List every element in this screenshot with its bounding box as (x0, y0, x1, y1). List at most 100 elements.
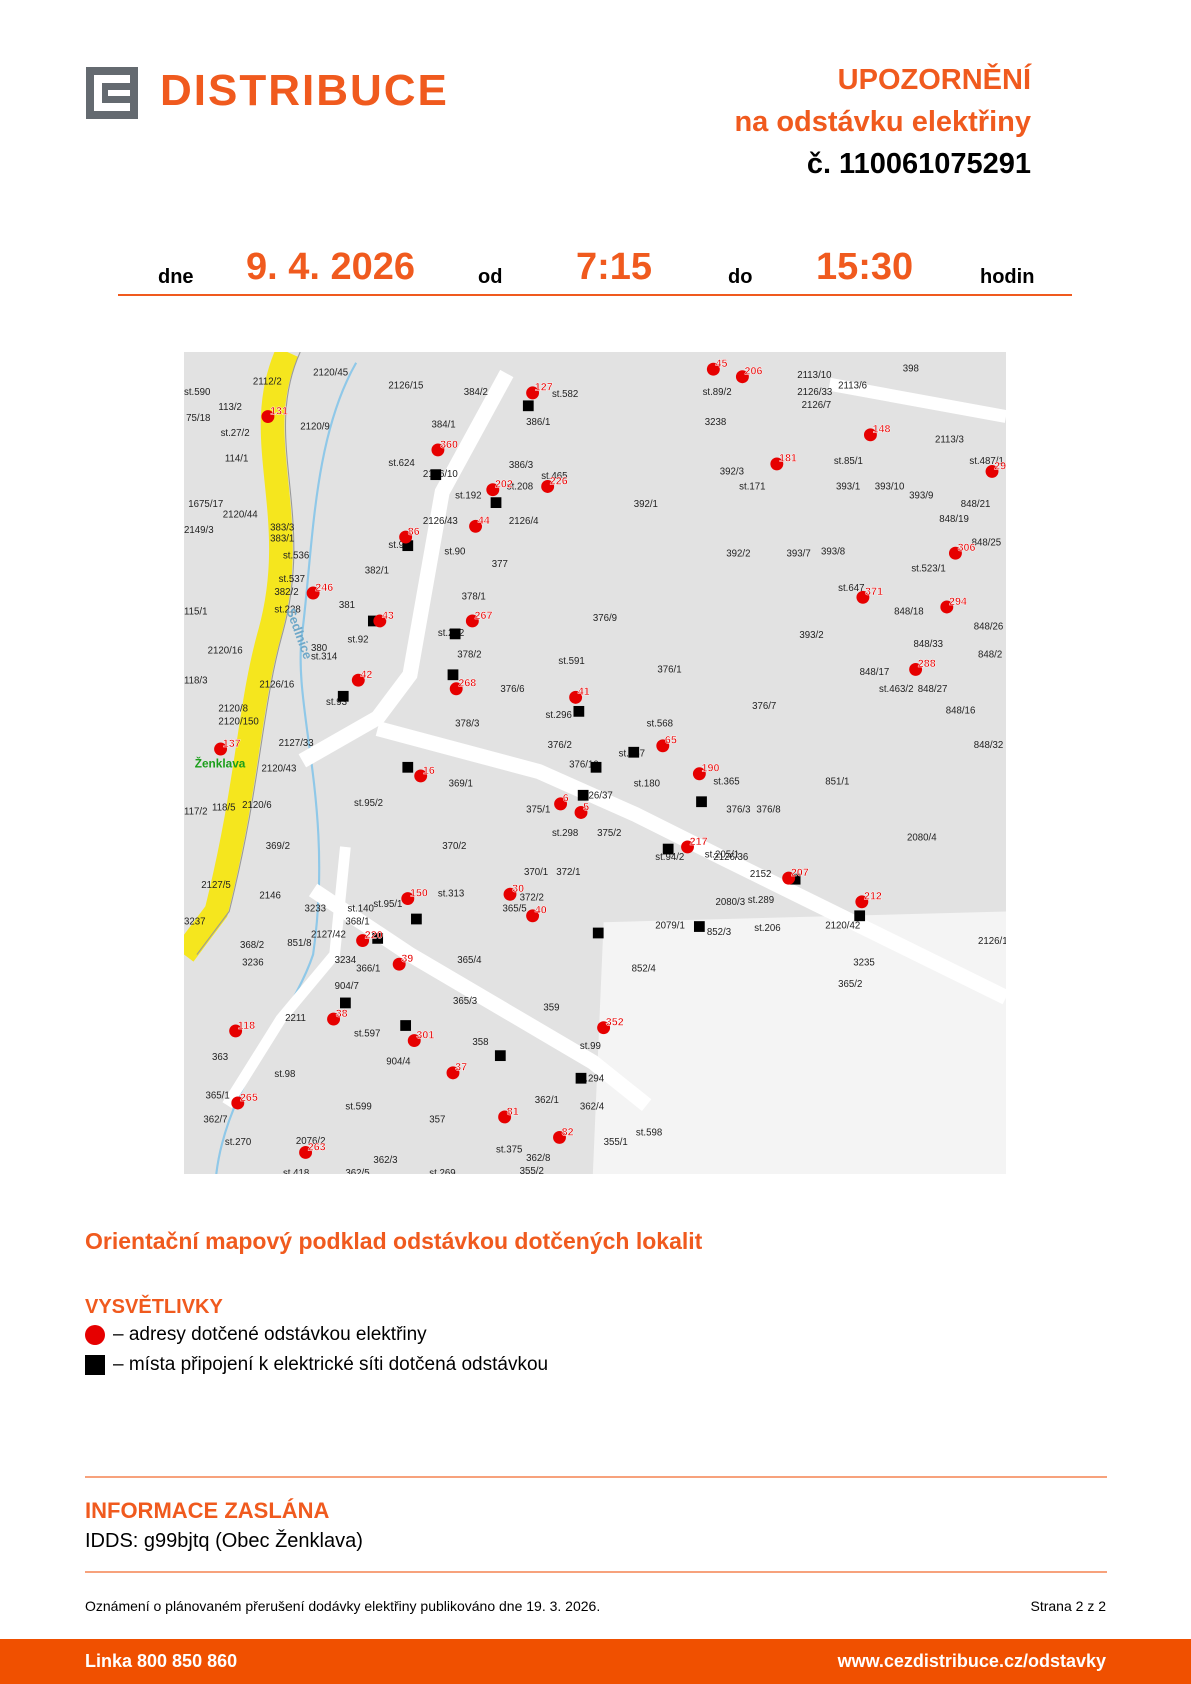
parcel-label: 848/2 (978, 650, 1002, 661)
parcel-label: 2079/1 (655, 921, 685, 932)
parcel-label: 393/1 (836, 482, 860, 493)
address-number: 202 (495, 479, 513, 491)
address-marker (985, 464, 999, 478)
parcel-label: 362/8 (526, 1153, 550, 1164)
address-number: 296 (994, 460, 1006, 472)
parcel-label: 365/1 (206, 1091, 230, 1102)
parcel-label: 376/3 (726, 804, 750, 815)
connection-point-marker (592, 927, 604, 939)
address-marker (446, 1066, 460, 1080)
parcel-label: 370/1 (524, 867, 548, 878)
parcel-label: st.523/1 (911, 563, 945, 574)
parcel-label: st.93 (326, 697, 347, 708)
address-number: 81 (507, 1106, 519, 1118)
parcel-label: 365/5 (502, 903, 526, 914)
parcel-label: 3237 (184, 916, 206, 927)
parcel-label: st.298 (552, 828, 578, 839)
info-text: IDDS: g99bjtq (Obec Ženklava) (85, 1530, 363, 1552)
outage-dateline: dne 9. 4. 2026 od 7:15 do 15:30 hodin (118, 240, 1072, 296)
address-number: 38 (336, 1008, 348, 1020)
parcel-label: 2120/43 (261, 764, 296, 775)
parcel-label: 2127/33 (279, 738, 314, 749)
address-number: 212 (864, 891, 882, 903)
parcel-label: 393/7 (787, 548, 811, 559)
parcel-label: 376/7 (752, 701, 776, 712)
parcel-label: st.314 (311, 652, 338, 663)
address-number: 127 (535, 382, 553, 394)
website-link[interactable]: www.cezdistribuce.cz/odstavky (837, 1651, 1106, 1671)
parcel-label: 378/2 (457, 650, 481, 661)
connection-point-marker (573, 705, 585, 717)
parcel-label: 852/4 (632, 964, 657, 975)
notice-number: č. 110061075291 (806, 148, 1031, 180)
address-number: 42 (360, 669, 372, 681)
parcel-label: st.171 (739, 482, 765, 493)
address-number: 150 (410, 887, 428, 899)
parcel-label: 370/2 (442, 841, 466, 852)
parcel-label: 393/8 (821, 546, 845, 557)
address-number: 86 (408, 526, 420, 538)
parcel-label: 848/32 (974, 740, 1004, 751)
address-marker (856, 590, 870, 604)
address-marker (306, 586, 320, 600)
parcel-label: st.228 (274, 604, 300, 615)
published-note: Oznámení o plánovaném přerušení dodávky … (85, 1598, 601, 1614)
address-marker (681, 840, 694, 854)
parcel-label: 355/2 (520, 1166, 544, 1174)
address-marker (909, 662, 923, 676)
address-marker (863, 428, 877, 442)
address-number: 39 (401, 953, 413, 965)
parcel-label: 115/1 (184, 607, 208, 618)
parcel-label: 2127/5 (201, 880, 231, 891)
parcel-label: 848/25 (972, 538, 1002, 549)
connection-point-marker (522, 400, 534, 412)
connection-point-marker (400, 1020, 412, 1031)
connection-point-marker (402, 761, 414, 773)
address-marker (706, 362, 720, 376)
connection-point-marker (577, 789, 589, 801)
village-label: Ženklava (195, 756, 246, 770)
parcel-label: 851/8 (287, 938, 311, 949)
address-marker (735, 370, 749, 384)
parcel-label: st.463/2 (879, 684, 913, 695)
address-marker (597, 1021, 611, 1035)
parcel-label: 2112/2 (253, 376, 282, 387)
parcel-label: st.582 (552, 389, 578, 400)
parcel-label: 2211 (285, 1013, 306, 1024)
parcel-label: st.624 (388, 458, 415, 469)
parcel-label: st.536 (283, 551, 309, 562)
parcel-label: 393/9 (909, 490, 933, 501)
outage-date: 9. 4. 2026 (246, 246, 416, 288)
parcel-label: 2126/33 (797, 387, 832, 398)
parcel-label: 3236 (242, 957, 264, 968)
parcel-label: st.95/2 (354, 798, 383, 809)
address-marker (414, 769, 428, 783)
parcel-label: 2113/10 (797, 370, 831, 381)
parcel-label: 372/2 (520, 893, 544, 904)
address-number: 5 (583, 801, 589, 813)
connection-point-marker (340, 997, 351, 1009)
address-number: 265 (240, 1092, 258, 1104)
address-number: 294 (949, 596, 967, 608)
connection-point-marker (372, 932, 384, 944)
parcel-label: 381 (339, 600, 355, 611)
parcel-label: 2113/6 (838, 381, 867, 392)
divider (85, 1571, 1107, 1573)
parcel-label: 904/4 (386, 1056, 411, 1067)
connection-point-marker (789, 873, 801, 885)
connection-point-marker (696, 796, 707, 808)
address-number: 148 (873, 424, 891, 436)
parcel-label: 369/2 (266, 841, 290, 852)
parcel-label: 382/1 (365, 566, 389, 577)
footer-bar: Linka 800 850 860 www.cezdistribuce.cz/o… (0, 1639, 1191, 1684)
parcel-label: 365/4 (457, 955, 482, 966)
parcel-label: 362/5 (345, 1168, 369, 1174)
parcel-label: 376/2 (548, 740, 572, 751)
parcel-label: 3238 (705, 417, 727, 428)
parcel-label: 848/17 (860, 667, 890, 678)
parcel-label: st.208 (507, 482, 533, 493)
parcel-label: 118/3 (184, 675, 208, 686)
parcel-label: st.313 (438, 888, 464, 899)
parcel-label: 384/1 (431, 419, 455, 430)
